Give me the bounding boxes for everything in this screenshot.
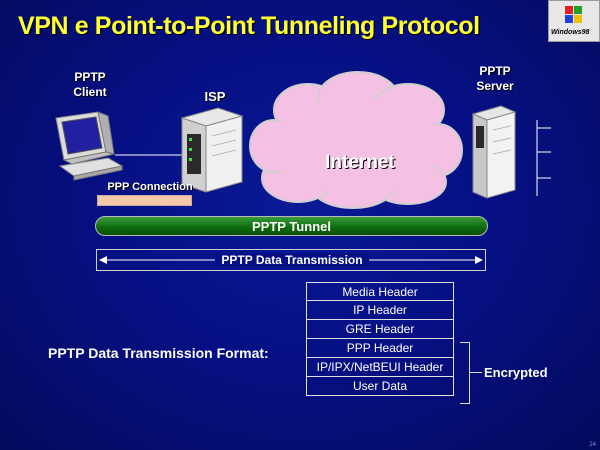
format-layer: IP/IPX/NetBEUI Header — [306, 358, 454, 377]
windows-logo-text: Windows98 — [551, 29, 590, 36]
encrypted-bracket — [460, 342, 470, 404]
client-label: PPTP Client — [73, 70, 107, 99]
internet-cloud-icon — [249, 71, 463, 209]
isp-label: ISP — [204, 89, 226, 104]
server-label: PPTP Server — [476, 64, 514, 93]
client-computer-icon — [55, 111, 124, 181]
pptp-tunnel-label: PPTP Tunnel — [252, 218, 331, 234]
windows-flag-icon — [565, 6, 582, 23]
encrypted-label: Encrypted — [484, 365, 548, 380]
format-layer: PPP Header — [306, 339, 454, 358]
format-label: PPTP Data Transmission Format: — [48, 345, 269, 361]
data-transmission-label: PPTP Data Transmission — [215, 253, 369, 267]
windows-logo: Windows98 — [548, 0, 600, 42]
data-transmission-box: PPTP Data Transmission — [96, 249, 486, 271]
format-layer: Media Header — [306, 282, 454, 301]
isp-server-icon — [180, 107, 244, 193]
ppp-connection-label: PPP Connection — [107, 181, 193, 193]
internet-label: Internet — [325, 152, 395, 173]
format-layer: GRE Header — [306, 320, 454, 339]
encrypted-bracket-tick — [470, 372, 482, 373]
format-layer: User Data — [306, 377, 454, 396]
ppp-connection-bar — [97, 195, 192, 206]
pptp-tunnel: PPTP Tunnel — [95, 216, 488, 236]
format-layer: IP Header — [306, 301, 454, 320]
pptp-server-icon — [471, 105, 551, 199]
client-isp-cable — [115, 154, 183, 156]
page-number: 24 — [589, 442, 596, 448]
page-title: VPN e Point-to-Point Tunneling Protocol — [18, 12, 480, 40]
